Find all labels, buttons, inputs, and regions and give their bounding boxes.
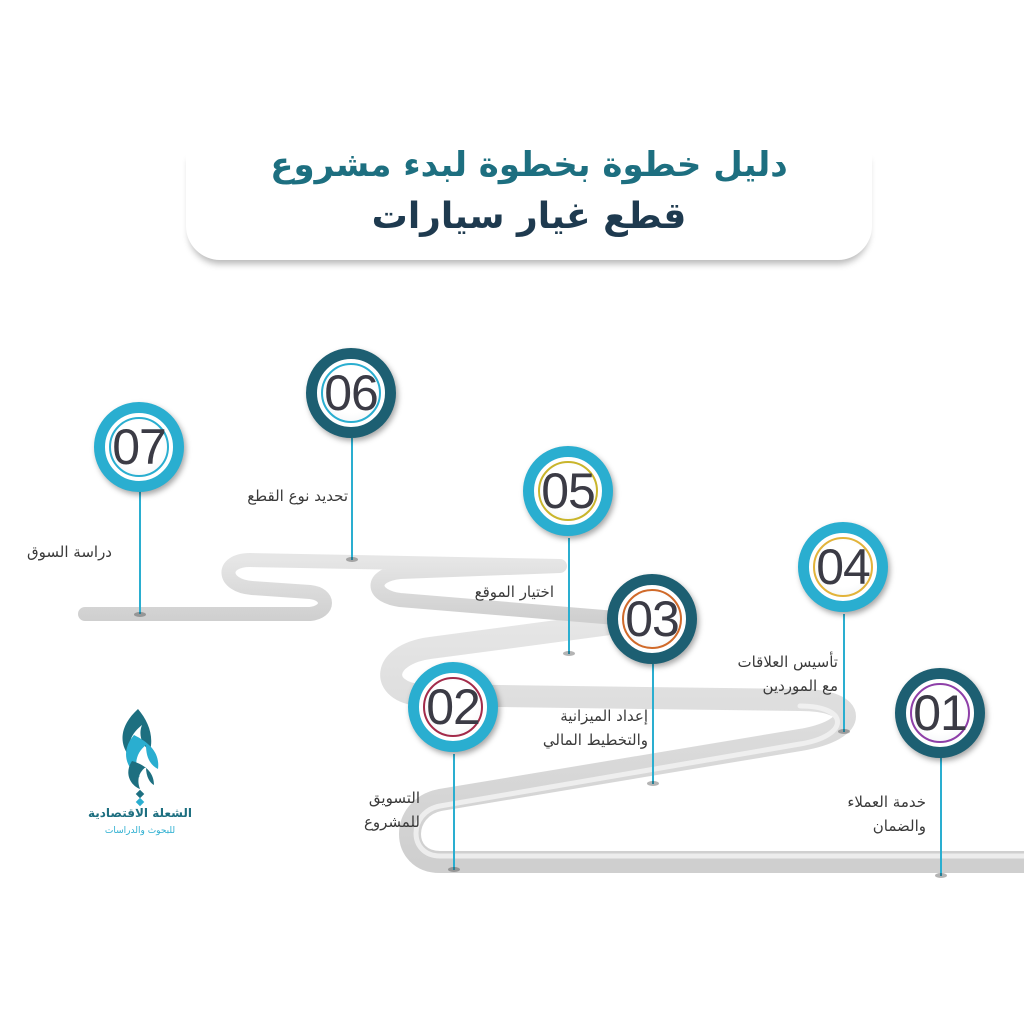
- step-04-marker: 04: [798, 522, 888, 612]
- step-04-pin: [843, 614, 845, 732]
- step-06-pin-dot: [346, 557, 358, 562]
- flame-logo-icon: [122, 709, 159, 807]
- step-05-inner-ring: [538, 461, 598, 521]
- step-03-marker: 03: [607, 574, 697, 664]
- title-line-1: دليل خطوة بخطوة لبدء مشروع: [270, 145, 788, 185]
- step-04-label-line1: تأسيس العلاقات: [737, 653, 838, 671]
- step-07-marker: 07: [94, 402, 184, 492]
- step-05-pin-dot: [563, 651, 575, 656]
- step-07-pin-dot: [134, 612, 146, 617]
- step-02-marker: 02: [408, 662, 498, 752]
- step-06-pin: [351, 438, 353, 560]
- step-02-inner-ring: [423, 677, 483, 737]
- step-04-number: 04: [816, 539, 871, 595]
- step-01-label-line2: والضمان: [872, 817, 926, 835]
- step-02-pin: [453, 754, 455, 870]
- step-06-label-line1: تحديد نوع القطع: [247, 487, 348, 505]
- step-05-label-line1: اختيار الموقع: [474, 583, 554, 601]
- step-03-pin-dot: [647, 781, 659, 786]
- step-05-pin: [568, 538, 570, 654]
- step-06-number: 06: [324, 365, 379, 421]
- title-line-2: قطع غيار سيارات: [371, 196, 687, 237]
- step-06-inner-ring: [321, 363, 381, 423]
- step-05-marker: 05: [523, 446, 613, 536]
- logo-subtitle: للبحوث والدراسات: [104, 826, 176, 836]
- step-03-label-line2: والتخطيط المالي: [542, 731, 648, 749]
- step-02-label-line1: التسويق: [368, 789, 420, 807]
- step-03-number: 03: [625, 591, 680, 647]
- step-01-marker: 01: [895, 668, 985, 758]
- step-01-label: خدمة العملاء والضمان: [847, 790, 926, 838]
- step-02-label-line2: للمشروع: [363, 813, 420, 831]
- step-04-inner-ring: [813, 537, 873, 597]
- step-04-label-line2: مع الموردين: [762, 677, 838, 695]
- step-02-number: 02: [426, 679, 481, 735]
- step-06-marker: 06: [306, 348, 396, 438]
- step-03-pin: [652, 664, 654, 784]
- step-01-pin-dot: [935, 873, 947, 878]
- step-03-inner-ring: [622, 589, 682, 649]
- step-02-pin-dot: [448, 867, 460, 872]
- step-07-number: 07: [112, 419, 167, 475]
- step-01-label-line1: خدمة العملاء: [847, 793, 926, 811]
- step-07-label: دراسة السوق: [27, 540, 112, 564]
- step-06-label: تحديد نوع القطع: [247, 484, 348, 508]
- step-07-label-line1: دراسة السوق: [27, 543, 112, 561]
- step-03-label: إعداد الميزانية والتخطيط المالي: [543, 704, 648, 752]
- step-02-label: التسويق للمشروع: [364, 786, 420, 834]
- step-07-inner-ring: [109, 417, 169, 477]
- title-card: [186, 150, 872, 260]
- step-04-label: تأسيس العلاقات مع الموردين: [737, 650, 838, 698]
- step-05-number: 05: [541, 463, 596, 519]
- step-01-inner-ring: [910, 683, 970, 743]
- step-01-number: 01: [913, 685, 968, 741]
- step-01-pin: [940, 756, 942, 876]
- step-04-pin-dot: [838, 729, 850, 734]
- logo-name: الشعلة الاقتصادية: [87, 806, 193, 820]
- step-05-label: اختيار الموقع: [475, 580, 554, 604]
- step-07-pin: [139, 486, 141, 614]
- step-03-label-line1: إعداد الميزانية: [560, 707, 648, 725]
